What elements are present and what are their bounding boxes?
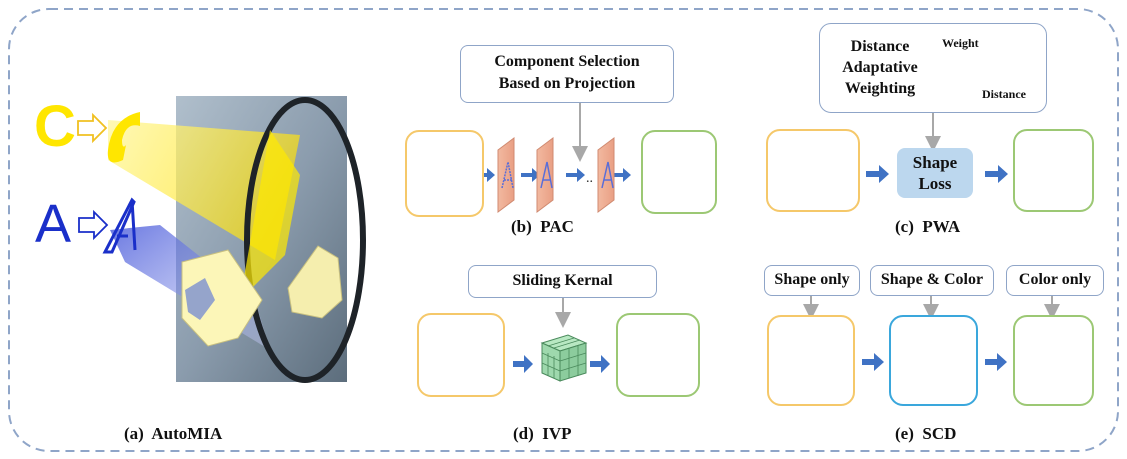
ellipsis-dots: .. [586, 171, 593, 186]
plate-1 [497, 137, 515, 213]
caption-automia: (a) AutoMIA [124, 424, 223, 443]
pwa-output-frame [1013, 129, 1094, 212]
plate-3 [597, 137, 615, 213]
object-left [181, 249, 263, 347]
hollow-arrow-c [77, 112, 108, 144]
ivp-arrows [513, 355, 610, 373]
pac-arrows [476, 168, 631, 182]
pac-input-frame [405, 130, 484, 217]
scd-shape-only-frame [767, 315, 855, 406]
blue-letter-a: A [35, 194, 72, 254]
plate-2-a [540, 161, 553, 189]
sliding-kernel-box: Sliding Kernal [468, 265, 657, 298]
ivp-output-frame [616, 313, 700, 397]
scd-shape-color-frame [889, 315, 978, 406]
yellow-beam [108, 120, 300, 260]
automia-scene [108, 96, 366, 383]
component-selection-line2: Based on Projection [498, 75, 636, 92]
reflected-beam [240, 130, 300, 300]
scd-label-color-only: Color only [1006, 265, 1104, 296]
distance-weighting-box: Distance Adaptative Weighting Weight Dis… [819, 23, 1047, 113]
pac-output-frame [641, 130, 717, 214]
caption-scd: (e) SCD [895, 424, 957, 443]
pwa-input-frame [766, 129, 860, 212]
shape-loss-line2: Loss [918, 174, 952, 193]
plate-2 [536, 137, 554, 213]
plate-1-a [501, 161, 514, 189]
object-right [287, 245, 343, 319]
sliding-kernel-cube [540, 334, 588, 382]
scd-arrows [862, 353, 1007, 371]
dashed-frame [8, 8, 1119, 452]
hollow-arrow-a [78, 209, 109, 241]
pwa-arrows [866, 165, 1008, 183]
object-left-shade [185, 278, 215, 320]
weighting-line3: Weighting [844, 80, 916, 97]
caption-ivp: (d) IVP [513, 424, 572, 443]
caption-pac: (b) PAC [511, 217, 574, 236]
ivp-input-frame [417, 313, 505, 397]
a-row [78, 197, 137, 254]
pac-plates: .. [497, 137, 615, 213]
scd-color-only-frame [1013, 315, 1094, 406]
shape-loss-line1: Shape [912, 153, 958, 172]
c-row [77, 112, 140, 163]
scd-label-shape-only: Shape only [764, 265, 860, 296]
yellow-letter-c: C [34, 94, 76, 159]
plate-3-a [601, 161, 614, 189]
component-selection-line1: Component Selection [494, 53, 640, 70]
weighting-line2: Adaptative [842, 59, 918, 76]
scd-label-lines [803, 296, 1060, 320]
plot-ylabel: Weight [942, 36, 979, 50]
scd-label-shape-color: Shape & Color [870, 265, 994, 296]
weighting-line1: Distance [850, 38, 910, 55]
mirror-ring [244, 97, 366, 383]
plot-xlabel: Distance [982, 87, 1026, 101]
slanted-c [107, 112, 140, 163]
slanted-a [102, 197, 137, 254]
component-selection-box: Component Selection Based on Projection [460, 45, 674, 103]
caption-pwa: (c) PWA [895, 217, 961, 236]
shape-loss-box: Shape Loss [897, 148, 973, 198]
